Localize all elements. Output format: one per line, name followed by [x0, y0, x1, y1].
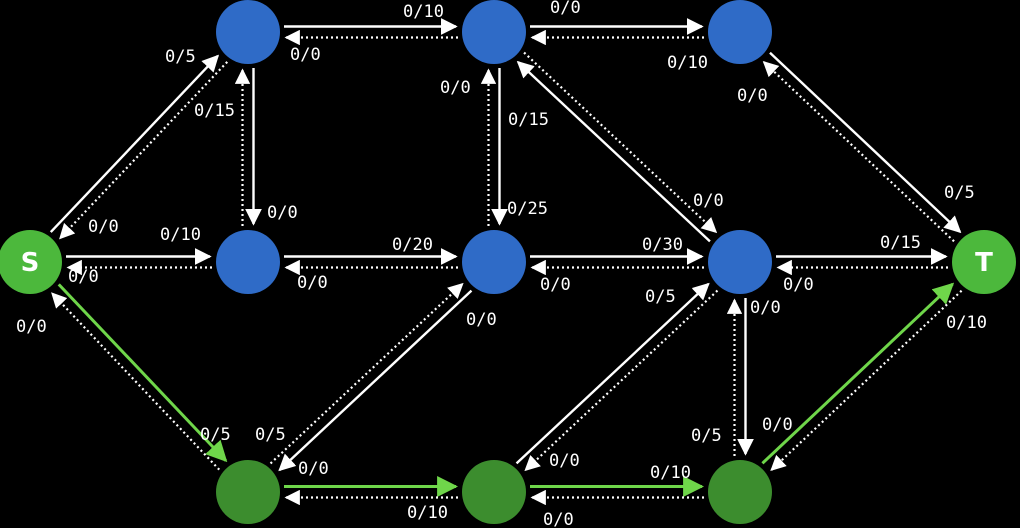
edge-flow-label-h-i: 0/10	[650, 463, 691, 483]
node-t	[952, 230, 1016, 294]
edge-residual-label-g-h: 0/0	[298, 459, 329, 479]
edge-residual-c-t	[762, 61, 955, 243]
edge-residual-label-e-g: 0/0	[466, 310, 497, 330]
edge-flow-label-b-f: 0/15	[508, 110, 549, 130]
edge-flow-label-c-t: 0/5	[944, 183, 975, 203]
edge-residual-label-e-f: 0/0	[540, 275, 571, 295]
edge-flow-label-b-c: 0/10	[667, 53, 708, 73]
edge-flow-label-f-t: 0/15	[880, 233, 921, 253]
edge-flow-label-i-t: 0/10	[946, 313, 987, 333]
edge-flow-label-s-d: 0/10	[160, 225, 201, 245]
edge-residual-label-f-i: 0/0	[750, 298, 781, 318]
edge-labels-layer: 0/5 0/0 0/10 0/0 0/5 0/0 0/10 0/0 0/15 0/0 0/10 0/0…	[16, 0, 987, 528]
node-e	[462, 230, 526, 294]
node-s	[0, 230, 62, 294]
edge-flow-label-f-i: 0/5	[691, 426, 722, 446]
edge-residual-i-t	[770, 289, 963, 471]
node-h	[462, 460, 526, 524]
edge-flow-label-g-h: 0/10	[407, 503, 448, 523]
edge-forward-i-t	[761, 282, 955, 465]
edge-flow-label-s-a: 0/5	[165, 47, 196, 67]
edge-residual-s-a	[59, 61, 229, 240]
edges-layer	[49, 18, 963, 506]
edge-residual-b-f	[523, 51, 718, 234]
edge-forward-c-t	[769, 51, 962, 234]
edge-residual-label-b-f: 0/0	[693, 191, 724, 211]
node-b	[462, 0, 526, 64]
edge-residual-label-b-c: 0/0	[550, 0, 581, 18]
edge-flow-label-d-e: 0/20	[392, 235, 433, 255]
node-f	[708, 230, 772, 294]
edge-residual-s-g	[51, 292, 221, 471]
edge-residual-label-s-d: 0/0	[68, 267, 99, 287]
edge-residual-label-f-t: 0/0	[783, 275, 814, 295]
edge-flow-label-a-d: 0/15	[194, 101, 235, 121]
edge-flow-label-b-e: 0/25	[507, 199, 548, 219]
node-a	[216, 0, 280, 64]
edge-forward-b-f	[516, 60, 711, 243]
node-label-t: T	[975, 248, 993, 278]
edge-forward-e-g	[278, 289, 473, 472]
edge-residual-label-h-f: 0/0	[549, 451, 580, 471]
edge-residual-label-a-d: 0/0	[267, 203, 298, 223]
node-c	[708, 0, 772, 64]
edge-forward-h-f	[515, 282, 710, 465]
edge-residual-label-i-t: 0/0	[762, 415, 793, 435]
edge-residual-label-c-t: 0/0	[737, 86, 768, 106]
edge-residual-label-s-g: 0/0	[16, 317, 47, 337]
edge-residual-label-h-i: 0/0	[543, 510, 574, 528]
edge-flow-label-s-g: 0/5	[200, 425, 231, 445]
edge-flow-label-e-g: 0/5	[255, 425, 286, 445]
edge-residual-h-f	[524, 289, 719, 472]
edge-residual-label-a-b: 0/0	[290, 45, 321, 65]
edge-flow-label-a-b: 0/10	[403, 2, 444, 22]
edge-residual-label-b-e: 0/0	[440, 78, 471, 98]
edge-residual-label-d-e: 0/0	[297, 273, 328, 293]
edge-residual-e-g	[269, 282, 464, 465]
edge-flow-label-e-f: 0/30	[642, 235, 683, 255]
edge-forward-s-a	[49, 54, 220, 233]
edge-residual-label-s-a: 0/0	[88, 217, 119, 237]
edge-flow-label-h-f: 0/5	[645, 287, 676, 307]
node-d	[216, 230, 280, 294]
node-g	[216, 460, 280, 524]
node-label-s: S	[21, 248, 40, 278]
node-i	[708, 460, 772, 524]
edge-forward-s-g	[57, 283, 228, 463]
